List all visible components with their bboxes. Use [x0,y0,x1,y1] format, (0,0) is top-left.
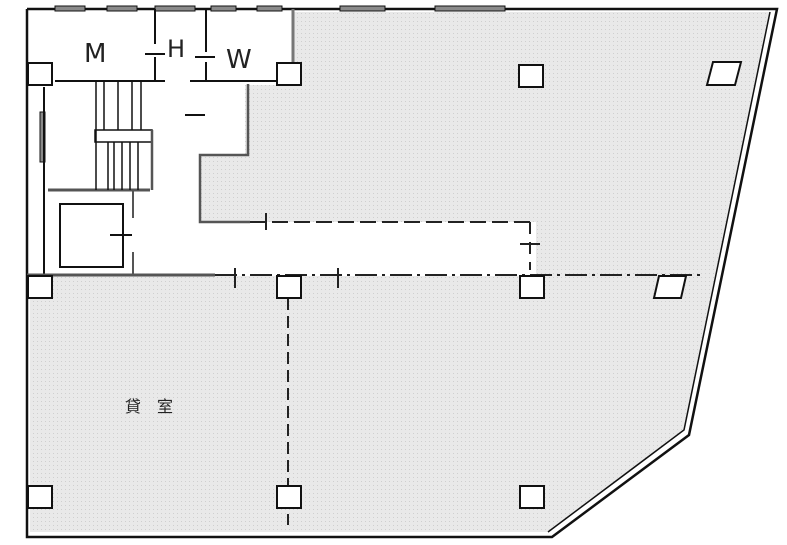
column [705,61,743,86]
column [519,485,545,509]
column [27,485,53,509]
column [276,485,302,509]
rental-area-fill [30,12,770,532]
column [27,275,53,299]
elevator [59,190,134,275]
columns [27,61,743,509]
column [276,275,302,299]
column [27,62,53,86]
column [519,275,545,299]
column [652,275,688,299]
room-label-rental: 貸 室 [125,397,173,416]
column [518,64,544,88]
windows [39,5,506,163]
column [276,62,302,86]
room-label-women: W [226,45,252,75]
room-label-hall: H [167,35,185,63]
staircase [94,81,154,190]
room-label-men: M [84,39,106,69]
outer-walls [25,7,779,539]
